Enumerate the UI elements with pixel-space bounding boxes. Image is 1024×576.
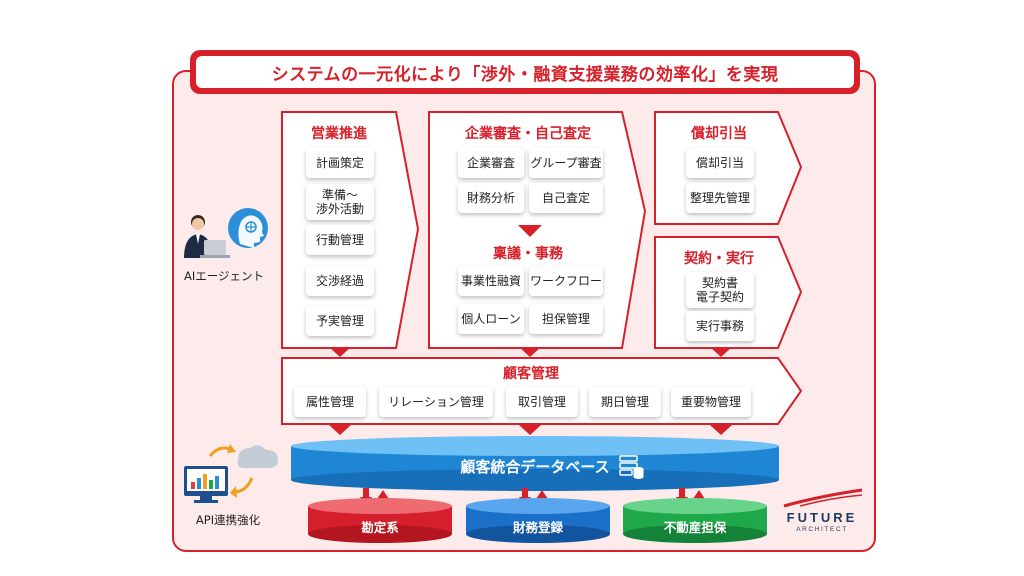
subsystem-accounting-label: 勘定系 — [361, 520, 399, 535]
approval-item-personal-loan: 個人ローン — [458, 304, 524, 334]
database-cylinder — [291, 436, 779, 491]
arrow-sales-to-customer — [329, 347, 351, 357]
logo-swoosh — [783, 488, 863, 508]
subsystem-finance-label: 財務登録 — [512, 520, 563, 535]
arrow-review-to-customer — [519, 347, 541, 357]
subsystem-realestate-label: 不動産担保 — [663, 520, 727, 535]
approval-item-collateral: 担保管理 — [529, 304, 603, 334]
panel-review-title: 企業審査・自己査定 — [465, 126, 591, 142]
database-server-icon — [619, 455, 644, 479]
api-integration-illustration — [184, 444, 278, 503]
panel-approval-title: 稟議・事務 — [493, 246, 563, 262]
review-item-self: 自己査定 — [529, 183, 603, 213]
ai-agent-illustration — [184, 208, 268, 258]
monitor-chart-icon — [184, 466, 228, 503]
approval-item-business-loan: 事業性融資 — [458, 266, 524, 296]
panel-review: 企業審査・自己査定 企業審査 グループ審査 財務分析 自己査定 稟議・事務 事業… — [428, 111, 647, 349]
contract-item-document: 契約書 電子契約 — [686, 272, 754, 308]
panel-contract-title: 契約・実行 — [684, 251, 754, 267]
subsystem-accounting — [308, 498, 452, 543]
person-laptop-icon — [184, 215, 230, 258]
review-item-company: 企業審査 — [458, 148, 524, 178]
arrow-contract-to-customer — [710, 347, 732, 357]
ai-head-icon — [228, 208, 268, 248]
panel-writeoff-title: 償却引当 — [691, 126, 747, 142]
customer-item-transaction: 取引管理 — [506, 387, 578, 417]
arrow-customer-to-db-center — [519, 425, 541, 435]
sales-item-prep: 準備〜 渉外活動 — [306, 184, 374, 220]
api-label: API連携強化 — [195, 513, 261, 527]
review-to-approval-arrow — [518, 225, 542, 237]
panel-contract: 契約・実行 契約書 電子契約 実行事務 — [654, 236, 803, 349]
sales-item-budget: 予実管理 — [306, 306, 374, 336]
sync-arrows-icon — [208, 444, 254, 498]
panel-customer: 顧客管理 属性管理 リレーション管理 取引管理 期日管理 重要物管理 — [281, 357, 803, 425]
panel-sales: 営業推進 計画策定 準備〜 渉外活動 行動管理 交渉経過 予実管理 — [281, 111, 420, 349]
sales-item-plan: 計画策定 — [306, 148, 374, 178]
cloud-icon — [237, 445, 278, 468]
banner-title: システムの一元化により「渉外・融資支援業務の効率化」を実現 — [271, 64, 779, 85]
sales-item-negotiation: 交渉経過 — [306, 266, 374, 296]
ai-agent-label: AIエージェント — [183, 269, 265, 283]
review-item-group: グループ審査 — [529, 148, 603, 178]
writeoff-item-provision: 償却引当 — [686, 148, 754, 178]
logo-line2: ARCHITECT — [796, 526, 848, 533]
database-label: 顧客統合データベース — [460, 458, 610, 476]
logo-line1: FUTURE — [786, 510, 858, 525]
customer-item-relation: リレーション管理 — [379, 387, 493, 417]
arrow-customer-to-db-right — [710, 425, 732, 435]
sales-item-action: 行動管理 — [306, 225, 374, 255]
subsystem-finance — [466, 498, 610, 543]
writeoff-item-cleanup: 整理先管理 — [686, 183, 754, 213]
title-banner: システムの一元化により「渉外・融資支援業務の効率化」を実現 — [190, 50, 860, 94]
panel-sales-title: 営業推進 — [311, 126, 367, 142]
panel-writeoff: 償却引当 償却引当 整理先管理 — [654, 111, 803, 225]
panel-customer-title: 顧客管理 — [503, 366, 559, 382]
customer-item-due-date: 期日管理 — [589, 387, 661, 417]
subsystem-realestate — [623, 498, 767, 543]
arrow-customer-to-db-left — [329, 425, 351, 435]
review-item-finance: 財務分析 — [458, 183, 524, 213]
customer-item-attribute: 属性管理 — [294, 387, 366, 417]
customer-item-valuables: 重要物管理 — [671, 387, 751, 417]
title-banner-inner: システムの一元化により「渉外・融資支援業務の効率化」を実現 — [196, 56, 854, 88]
approval-item-workflow: ワークフロー — [529, 266, 603, 296]
contract-item-execution: 実行事務 — [686, 311, 754, 341]
future-architect-logo: FUTURE ARCHITECT — [780, 488, 864, 536]
